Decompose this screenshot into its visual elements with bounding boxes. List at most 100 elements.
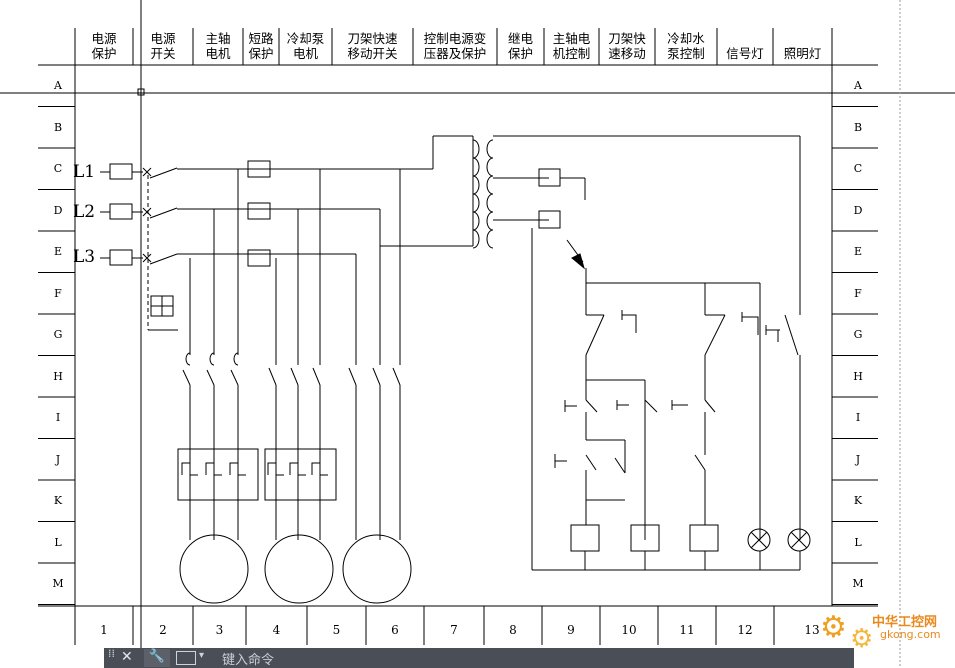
thermal-relay-coolant [264, 448, 337, 501]
row-label-g: G [853, 328, 863, 341]
row-label-c: C [53, 162, 63, 175]
signal-lamp [747, 528, 771, 552]
switch-blade [149, 253, 178, 265]
coolant-contact [268, 367, 277, 386]
crosshair-box [137, 88, 145, 96]
contact [704, 399, 716, 413]
row-label-i: I [55, 411, 61, 424]
coolant-contact [290, 367, 299, 386]
spindle-contact [230, 369, 239, 386]
toolrest-contact [348, 367, 357, 386]
fuse-2 [109, 203, 133, 220]
transformer-secondary [486, 175, 494, 195]
short-protect-fuse-3 [247, 249, 271, 267]
wrench-icon[interactable]: 🔧 [144, 649, 170, 667]
control-fuse-2 [538, 210, 561, 229]
row-label-k: K [853, 494, 863, 507]
short-protect-fuse-1 [247, 160, 271, 178]
lighting-lamp [787, 528, 811, 552]
contact [585, 314, 605, 356]
row-label-c: C [853, 162, 863, 175]
thermal-element [205, 462, 222, 476]
transformer-primary [472, 193, 480, 213]
spindle-contact [206, 369, 215, 386]
chevron-down-icon[interactable]: ▾ [199, 650, 205, 661]
column-label-5: 5 [332, 623, 341, 637]
contact [694, 454, 706, 471]
row-label-k: K [53, 494, 63, 507]
row-label-h: H [853, 369, 863, 383]
column-label-3: 3 [215, 623, 224, 637]
header-short-circuit-protection: 短路 保护 [248, 31, 274, 61]
pushbutton-stop [564, 400, 577, 412]
row-label-h: H [53, 369, 63, 383]
pushbutton [671, 400, 688, 410]
coolant-contact [312, 367, 321, 386]
contact [585, 399, 598, 413]
pushbutton [765, 325, 779, 342]
column-label-11: 11 [679, 623, 695, 637]
lamp-cross [790, 531, 808, 549]
row-label-j: J [855, 452, 861, 466]
header-spindle-control: 主轴电 机控制 [552, 31, 591, 61]
column-label-8: 8 [509, 623, 517, 637]
command-prompt-icon[interactable] [176, 651, 196, 665]
transformer-primary [472, 157, 480, 177]
header-power-protection: 电源 保护 [91, 31, 117, 61]
toolrest-motor [342, 534, 412, 604]
fuse-3 [109, 249, 133, 266]
short-protect-fuse-2 [247, 202, 271, 220]
column-label-13: 13 [804, 623, 820, 637]
row-label-e: E [53, 245, 63, 258]
header-tool-rest-rapid-move: 刀架快 速移动 [608, 31, 646, 61]
thermal-element [181, 462, 198, 476]
contact [784, 314, 799, 356]
command-input[interactable]: 键入命令 [222, 653, 275, 668]
row-label-g: G [53, 328, 63, 341]
switch-blade [149, 207, 178, 219]
header-relay-protection: 继电 保护 [507, 31, 533, 61]
contact [644, 399, 658, 413]
pushbutton [616, 400, 629, 410]
header-power-switch: 电源 开关 [150, 31, 176, 61]
spindle-motor [179, 534, 249, 604]
row-label-m: M [852, 577, 864, 590]
row-label-j: J [55, 452, 61, 466]
column-label-4: 4 [272, 623, 281, 637]
gear-icon: ⚙ [820, 610, 847, 645]
thermal-element [229, 462, 246, 476]
relay-arrow [571, 253, 585, 270]
row-label-a: A [854, 79, 862, 92]
spindle-coil [233, 352, 239, 366]
phase-label-l3: L3 [73, 247, 96, 267]
close-icon[interactable]: ✕ [121, 649, 133, 665]
switch-contact [142, 253, 152, 263]
contact [585, 454, 597, 471]
contact [704, 314, 726, 356]
pushbutton [741, 312, 759, 335]
spindle-coil [185, 352, 191, 366]
row-label-a: A [54, 79, 62, 92]
transformer-secondary [486, 229, 494, 249]
transformer-secondary [486, 157, 494, 177]
header-tool-rest-rapid-switch: 刀架快速 移动开关 [347, 31, 398, 61]
switch-contact [142, 167, 152, 177]
header-lighting-lamp: 照明灯 [783, 46, 822, 61]
transformer-primary [472, 175, 480, 195]
thermal-element [311, 462, 328, 476]
transformer-secondary [486, 193, 494, 213]
toolrest-contact [392, 367, 401, 386]
row-label-b: B [853, 120, 863, 134]
command-bar: ⁞⁞ ✕ 🔧 ▾ 键入命令 [104, 648, 854, 668]
column-label-9: 9 [567, 623, 575, 637]
thermal-relay-spindle [177, 448, 259, 501]
spindle-coil [209, 352, 215, 366]
switch-blade [149, 167, 178, 179]
transformer-primary [472, 211, 480, 231]
watermark-brand: 中华工控网 [872, 615, 938, 630]
transformer-secondary [486, 211, 494, 231]
contact [614, 457, 626, 474]
header-coolant-pump-control: 冷却水 泵控制 [667, 31, 705, 61]
drag-handle-icon[interactable]: ⁞⁞ [108, 647, 115, 660]
